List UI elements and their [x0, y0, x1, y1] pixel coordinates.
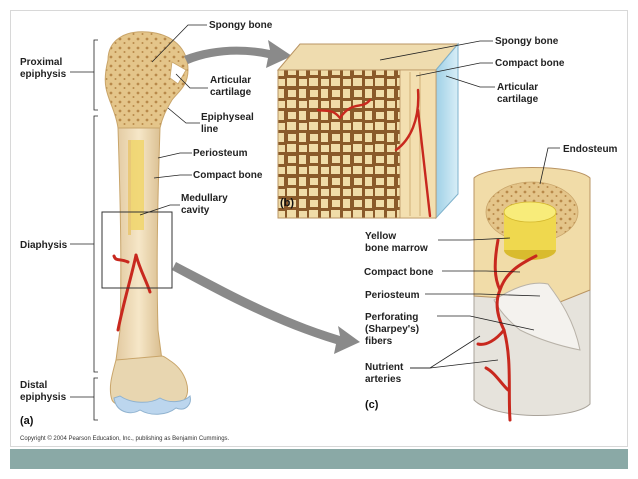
label-yellow-bone-marrow-1: Yellow	[365, 231, 396, 242]
artery-c	[476, 238, 538, 422]
label-articular-cartilage-a-2: cartilage	[210, 87, 252, 98]
label-proximal-epiphysis-1: Proximal	[20, 57, 62, 68]
label-medullary-cavity-2: cavity	[181, 205, 210, 216]
panel-label-a: (a)	[20, 415, 34, 427]
copyright-text: Copyright © 2004 Pearson Education, Inc.…	[20, 435, 230, 442]
label-diaphysis: Diaphysis	[20, 240, 68, 251]
label-compact-bone-c: Compact bone	[364, 267, 434, 278]
detail-arrow	[184, 40, 292, 68]
label-compact-bone-a: Compact bone	[193, 170, 263, 181]
bottom-bar	[10, 449, 628, 469]
leaders-c	[410, 147, 560, 369]
leaders-b	[379, 40, 495, 88]
label-articular-cartilage-b-2: cartilage	[497, 94, 539, 105]
label-spongy-bone-a: Spongy bone	[209, 20, 273, 31]
label-perforating-fibers-3: fibers	[365, 336, 393, 347]
label-nutrient-arteries-2: arteries	[365, 374, 402, 385]
label-perforating-fibers-1: Perforating	[365, 312, 418, 323]
medullary-cavity-fill	[130, 140, 144, 230]
label-articular-cartilage-b-1: Articular	[497, 82, 538, 93]
brackets	[70, 39, 98, 421]
zoom-arrow	[172, 262, 360, 354]
periosteum-flap	[493, 282, 581, 351]
label-spongy-bone-b: Spongy bone	[495, 36, 559, 47]
bone-section	[473, 167, 591, 422]
label-proximal-epiphysis-2: epiphysis	[20, 69, 67, 80]
label-endosteum: Endosteum	[563, 144, 618, 155]
leaders-a	[139, 24, 208, 216]
artery-b	[316, 88, 432, 218]
distal-cartilage	[113, 395, 191, 415]
label-perforating-fibers-2: (Sharpey's)	[365, 324, 419, 335]
spongy-block	[276, 42, 460, 220]
label-distal-epiphysis-1: Distal	[20, 380, 47, 391]
label-compact-bone-b: Compact bone	[495, 58, 565, 69]
label-epiphyseal-line-2: line	[201, 124, 219, 135]
label-yellow-bone-marrow-2: bone marrow	[365, 243, 428, 254]
label-periosteum-a: Periosteum	[193, 148, 248, 159]
label-medullary-cavity-1: Medullary	[181, 193, 228, 204]
label-epiphyseal-line-1: Epiphyseal	[201, 112, 254, 123]
panel-label-c: (c)	[365, 399, 379, 411]
panel-label-b: (b)	[280, 197, 294, 209]
long-bone	[101, 31, 191, 415]
zoom-box	[101, 211, 173, 289]
label-articular-cartilage-a-1: Articular	[210, 75, 251, 86]
label-periosteum-c: Periosteum	[365, 290, 420, 301]
artery-a	[112, 253, 152, 332]
label-distal-epiphysis-2: epiphysis	[20, 392, 67, 403]
proximal-head	[104, 31, 189, 129]
label-nutrient-arteries-1: Nutrient	[365, 362, 404, 373]
svg-text:Perforating(Sharpey's)fibers: Perforating(Sharpey's)fibers	[365, 312, 419, 347]
